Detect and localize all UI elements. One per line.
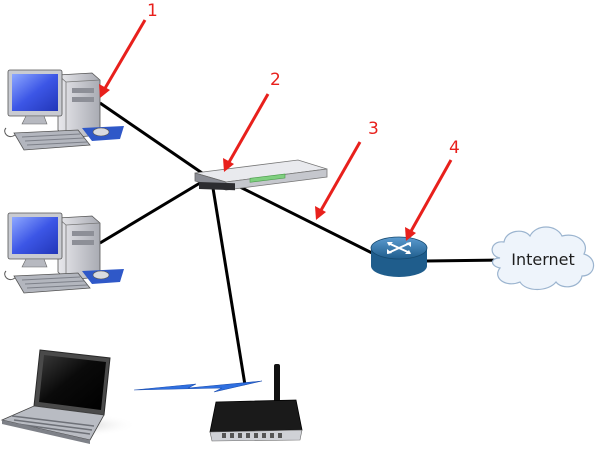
laptop-icon: [0, 349, 137, 444]
callout-arrow-2: 2: [223, 70, 281, 172]
network-switch: [194, 159, 328, 191]
wireless-router-icon: [209, 364, 303, 442]
internet-cloud-icon: [491, 226, 595, 291]
callout-label-1: 1: [147, 1, 158, 21]
callout-arrows: 1 2 3 4: [99, 1, 460, 241]
callout-arrow-4: 4: [405, 138, 460, 241]
callout-label-2: 2: [270, 70, 281, 90]
wireless-router: [209, 364, 303, 442]
callout-arrow-1: 1: [99, 1, 158, 98]
ethernet-cable-pc2-switch: [99, 178, 206, 245]
wireless-signal: [133, 380, 263, 393]
router-icon: [370, 236, 428, 277]
desktop-computer-icon: [4, 212, 124, 294]
router: [370, 236, 428, 277]
internet-label: Internet: [511, 250, 575, 269]
network-switch-icon: [194, 159, 328, 191]
callout-label-4: 4: [449, 138, 460, 158]
ethernet-cable-switch-router: [231, 181, 379, 258]
callout-label-3: 3: [368, 119, 379, 139]
internet-cloud: Internet: [491, 226, 595, 291]
desktop-computer-bottom: [4, 212, 124, 294]
callout-arrow-3: 3: [315, 119, 379, 220]
desktop-computer-top: [4, 69, 124, 151]
wireless-signal-icon: [133, 380, 263, 393]
laptop: [0, 349, 137, 444]
ethernet-cable-pc1-switch: [99, 101, 206, 177]
ethernet-cable-router-internet: [425, 258, 506, 263]
cables: [99, 101, 506, 386]
ethernet-cable-switch-wireless-router: [210, 181, 247, 386]
desktop-computer-icon: [4, 69, 124, 151]
